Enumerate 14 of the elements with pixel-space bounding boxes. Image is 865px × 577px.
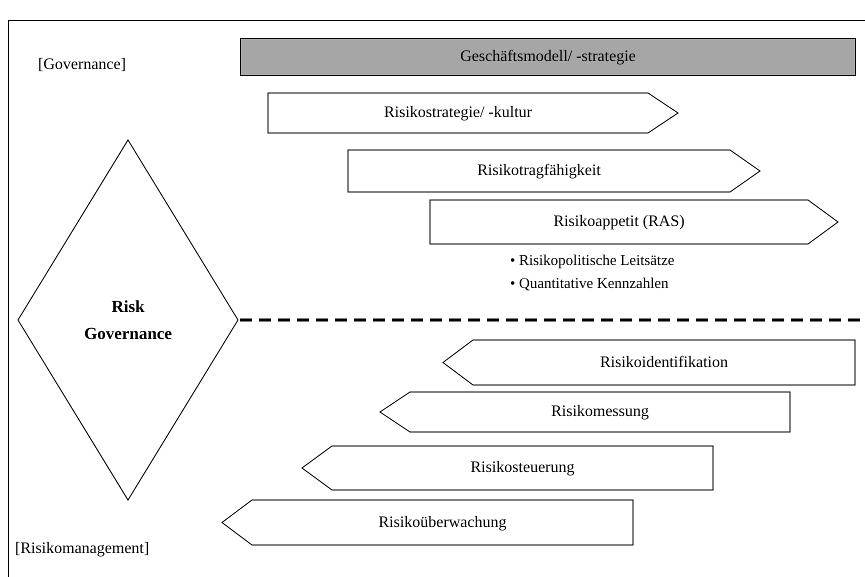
section-label: [Risikomanagement] <box>15 540 150 558</box>
header-bar <box>240 38 856 76</box>
step-label: Risikoidentifikation <box>600 354 728 372</box>
step-label: Risikosteuerung <box>470 459 574 477</box>
bullet-item: • Risikopolitische Leitsätze <box>510 252 674 271</box>
section-label: [Governance] <box>38 56 126 74</box>
bullet-item: • Quantitative Kennzahlen <box>510 275 670 294</box>
step-label: Risikotragfähigkeit <box>477 162 601 180</box>
step-label: Risikoüberwachung <box>378 514 506 532</box>
step-label: Geschäftsmodell/ -strategie <box>460 48 636 66</box>
center-label: Risk Governance <box>83 296 173 345</box>
step-label: Risikomessung <box>551 403 649 421</box>
step-label: Risikostrategie/ -kultur <box>384 104 532 122</box>
step-label: Risikoappetit (RAS) <box>553 213 685 231</box>
